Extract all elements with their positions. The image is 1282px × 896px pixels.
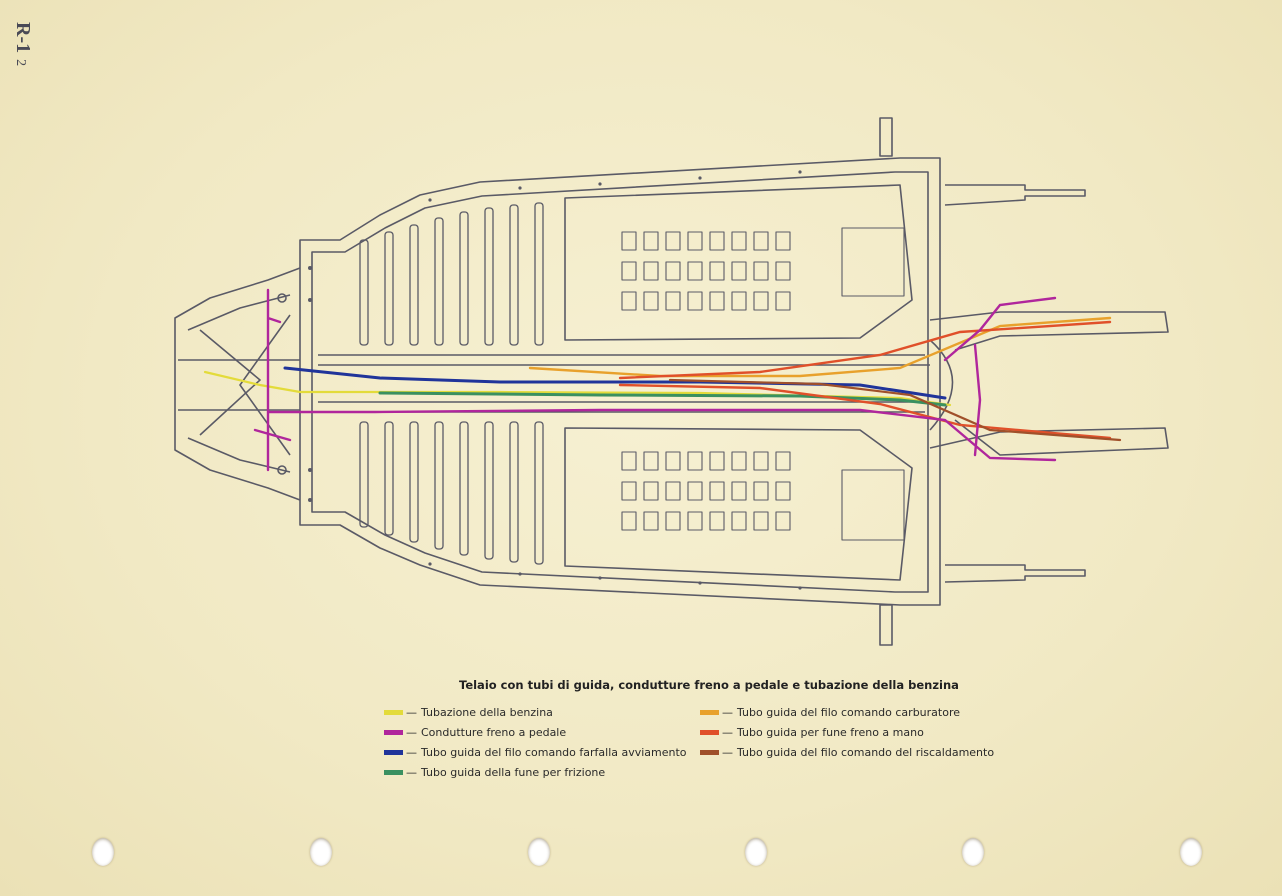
rear-bracket-lower — [944, 564, 1086, 583]
lower-grid — [621, 451, 905, 541]
clutch-tube — [378, 391, 947, 407]
legend-item-heating: —Tubo guida del filo comando del riscald… — [700, 746, 994, 760]
legend-swatch-heating — [700, 749, 719, 755]
legend-item-throttle: —Tubo guida del filo comando farfalla av… — [384, 746, 687, 760]
upper-ribs — [359, 202, 544, 346]
fuel-line — [203, 370, 952, 407]
legend-item-clutch: —Tubo guida della fune per frizione — [384, 766, 605, 780]
binder-hole-3 — [528, 838, 550, 866]
upper-grid — [621, 227, 905, 311]
legend-label-carburetor: Tubo guida del filo comando carburatore — [737, 706, 961, 719]
lower-seat-pan — [564, 427, 913, 581]
rear-fork-lower — [929, 419, 1169, 456]
binder-hole-4 — [745, 838, 767, 866]
front-bolt-2 — [277, 465, 287, 475]
binder-hole-6 — [1180, 838, 1202, 866]
front-cross-1 — [178, 359, 300, 411]
legend-label-heating: Tubo guida del filo comando del riscalda… — [737, 746, 995, 759]
legend-item-handbrake: —Tubo guida per fune freno a mano — [700, 726, 924, 740]
legend-label-fuel: Tubazione della benzina — [421, 706, 553, 719]
front-bolt-1 — [277, 293, 287, 303]
heating-tube — [668, 378, 1122, 442]
legend-swatch-carburetor — [700, 709, 719, 715]
lower-ribs — [359, 421, 544, 565]
diagram-caption: Telaio con tubi di guida, condutture fre… — [459, 678, 959, 692]
legend-label-throttle: Tubo guida del filo comando farfalla avv… — [421, 746, 687, 759]
handbrake-tube-lower — [618, 383, 1112, 440]
frame-inner-outline — [311, 171, 929, 593]
rear-bracket-upper — [944, 184, 1086, 206]
throttle-tube — [283, 366, 947, 400]
front-brace — [199, 314, 291, 456]
front-nose-inner — [187, 294, 291, 473]
tubes — [203, 288, 1122, 472]
binder-hole-1 — [92, 838, 114, 866]
bottom-stud — [879, 604, 893, 646]
top-stud — [879, 117, 893, 157]
legend-swatch-clutch — [384, 769, 403, 775]
binder-hole-5 — [962, 838, 984, 866]
legend-item-fuel: —Tubazione della benzina — [384, 706, 553, 720]
frame-outline — [299, 157, 941, 606]
legend-swatch-fuel — [384, 709, 403, 715]
binder-hole-2 — [310, 838, 332, 866]
legend-swatch-throttle — [384, 749, 403, 755]
legend-label-brake: Condutture freno a pedale — [421, 726, 567, 739]
legend-label-handbrake: Tubo guida per fune freno a mano — [737, 726, 924, 739]
front-nose — [174, 267, 301, 501]
legend-item-brake: —Condutture freno a pedale — [384, 726, 566, 740]
legend-item-carburetor: —Tubo guida del filo comando carburatore — [700, 706, 960, 720]
rivets — [308, 170, 802, 590]
legend-swatch-handbrake — [700, 729, 719, 735]
legend-label-clutch: Tubo guida della fune per frizione — [421, 766, 606, 779]
brake-line — [253, 288, 1057, 472]
upper-seat-pan — [564, 184, 913, 341]
legend-swatch-brake — [384, 729, 403, 735]
rear-fork-upper — [929, 311, 1169, 351]
carburetor-tube — [528, 316, 1112, 378]
handbrake-tube-upper — [618, 320, 1112, 380]
